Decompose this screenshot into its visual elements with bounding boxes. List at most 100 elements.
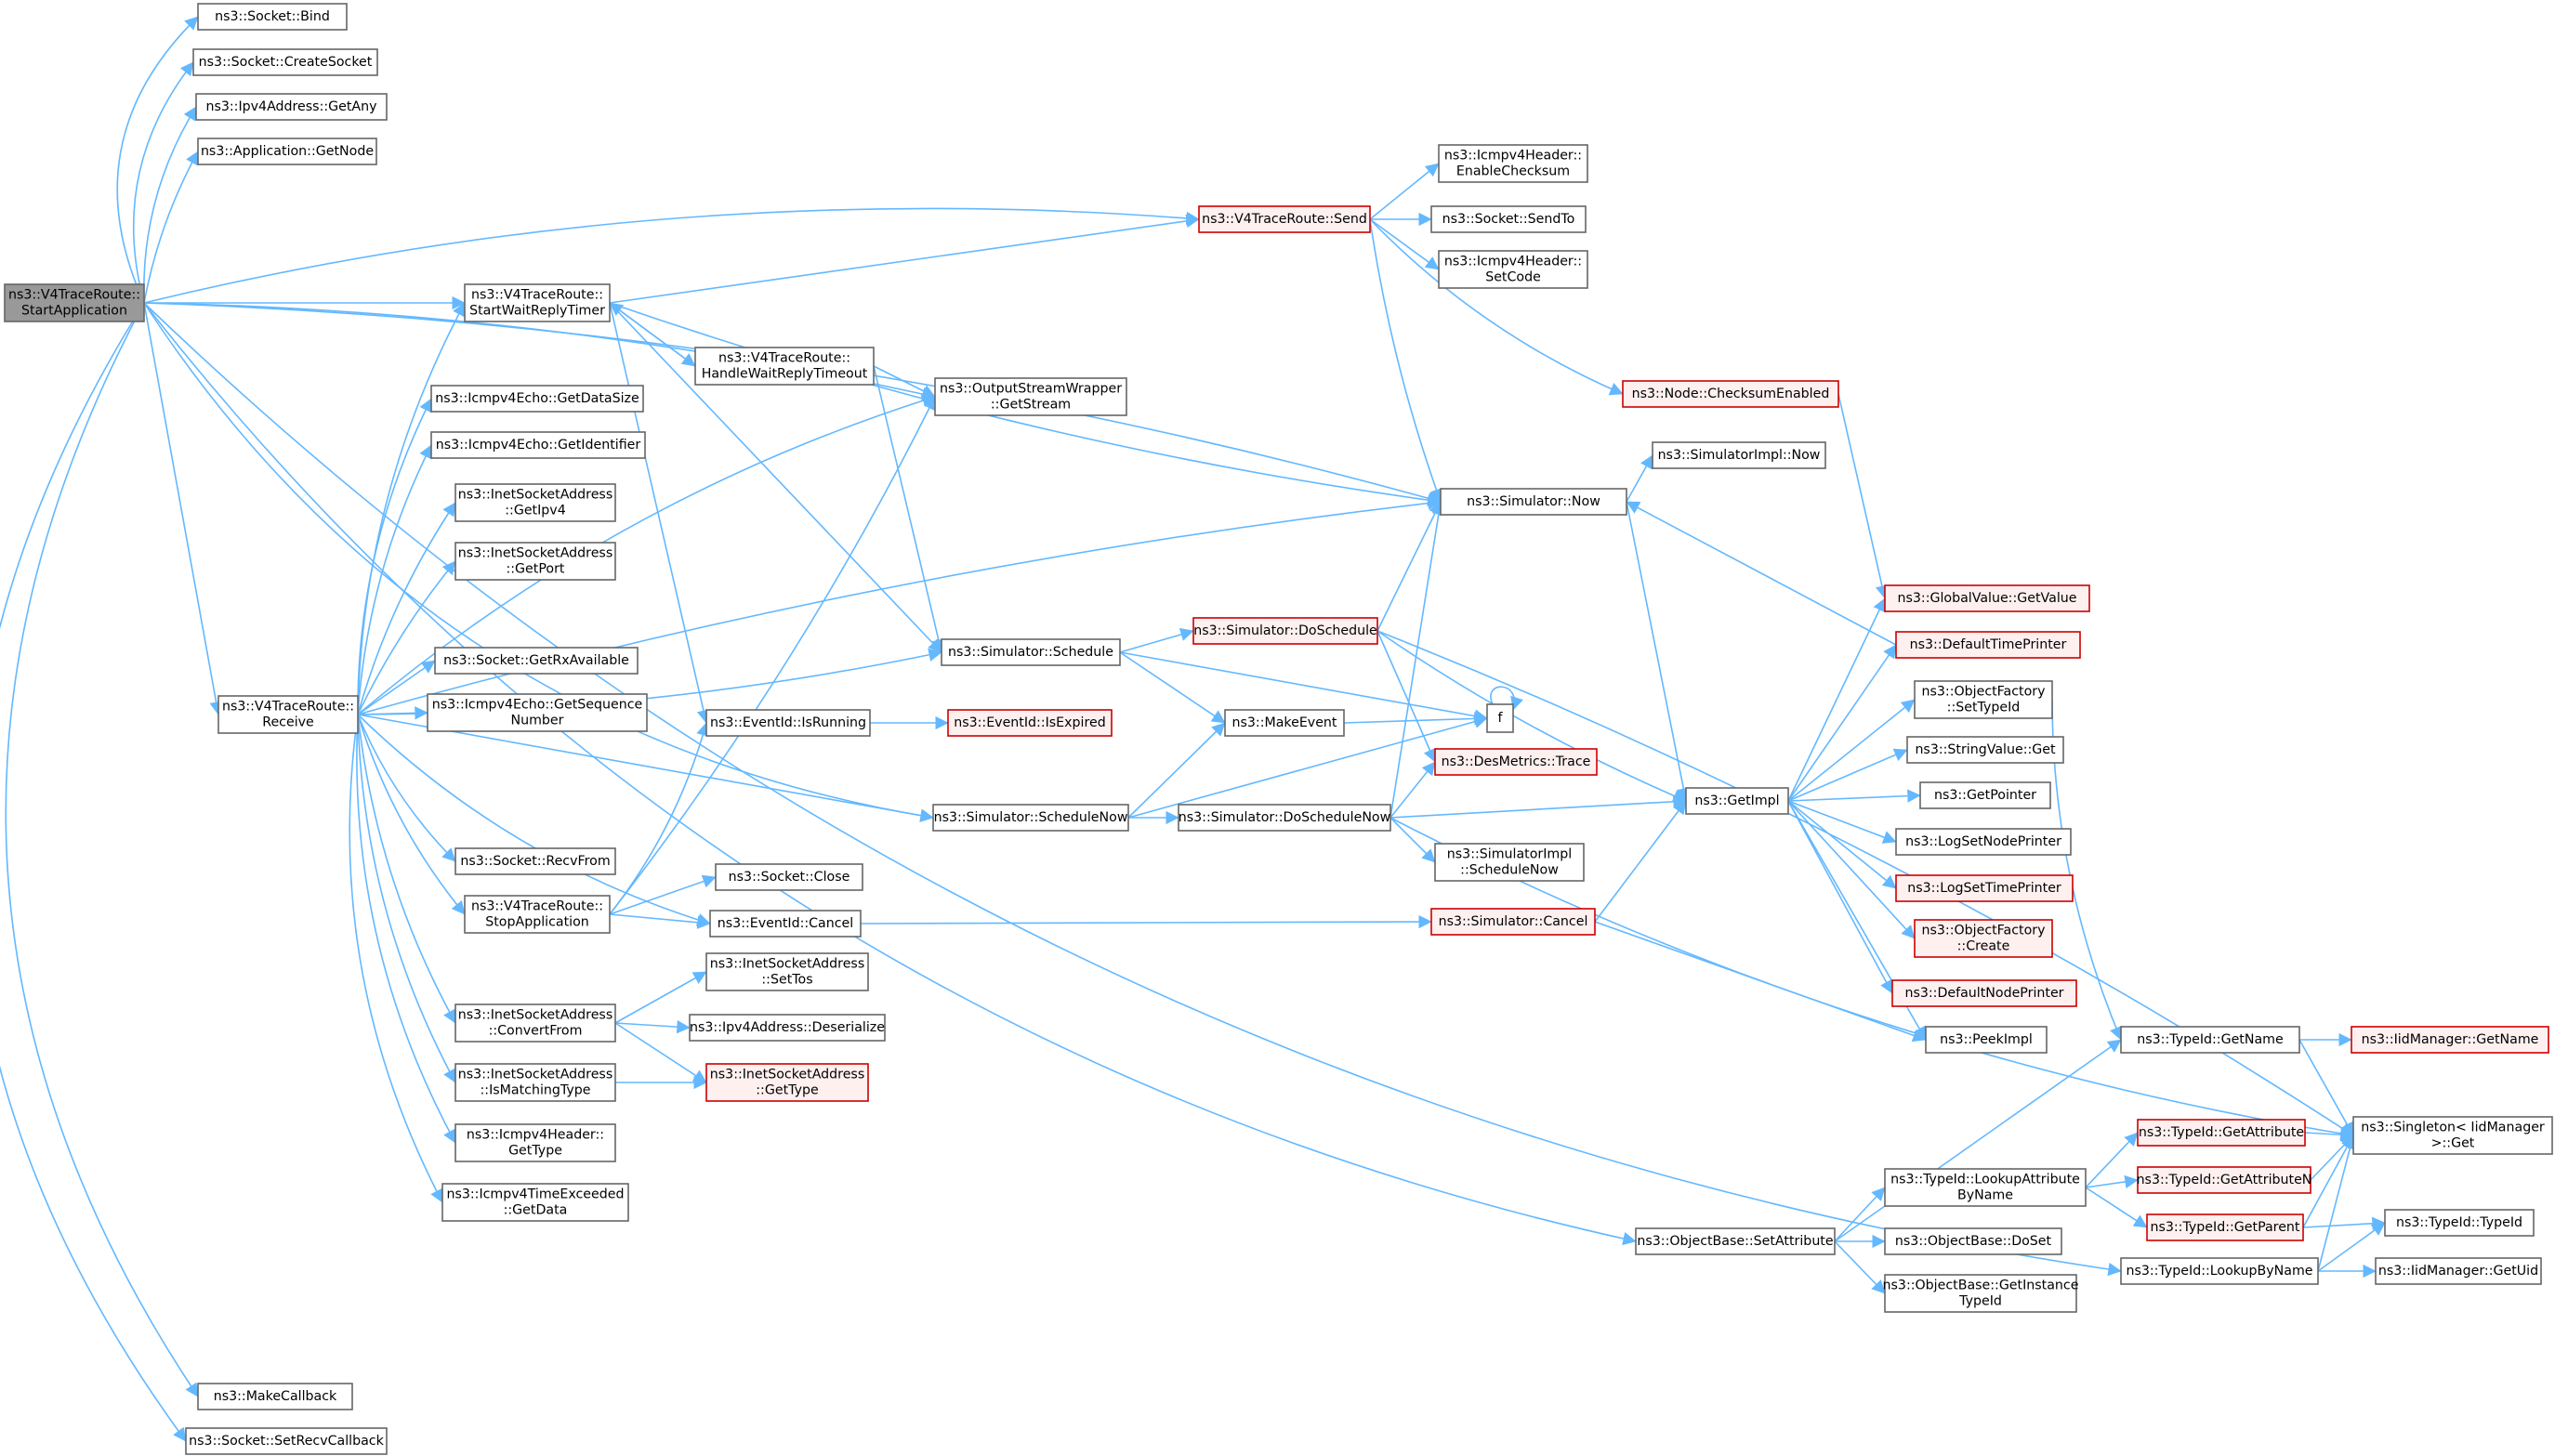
- node-setattribute[interactable]: ns3::ObjectBase::SetAttribute: [1635, 1227, 1836, 1255]
- node-iidgetuid[interactable]: ns3::IidManager::GetUid: [2375, 1257, 2542, 1285]
- call-edge-getimpl-to-ofsettypeid: [1787, 699, 1916, 802]
- node-schedulenow[interactable]: ns3::Simulator::ScheduleNow: [932, 804, 1129, 832]
- node-singleton[interactable]: ns3::Singleton< IidManager>::Get: [2352, 1116, 2553, 1155]
- node-box: [2146, 1213, 2304, 1241]
- call-edge-schedule-to-makeevent: [1119, 651, 1226, 724]
- node-getnode[interactable]: ns3::Application::GetNode: [197, 138, 377, 165]
- node-enablechecksum[interactable]: ns3::Icmpv4Header::EnableChecksum: [1438, 144, 1588, 183]
- node-box: [1178, 804, 1391, 832]
- node-isexpired[interactable]: ns3::EventId::IsExpired: [947, 709, 1113, 737]
- node-checksumenabled[interactable]: ns3::Node::ChecksumEnabled: [1622, 380, 1839, 408]
- node-stringget[interactable]: ns3::StringValue::Get: [1906, 736, 2064, 764]
- node-schedule[interactable]: ns3::Simulator::Schedule: [941, 638, 1121, 666]
- node-f[interactable]: f: [1486, 703, 1514, 733]
- node-box: [705, 709, 871, 737]
- node-recvfrom[interactable]: ns3::Socket::RecvFrom: [454, 847, 616, 875]
- node-peekimpl[interactable]: ns3::PeekImpl: [1925, 1026, 2048, 1054]
- node-icmpgettype[interactable]: ns3::Icmpv4Header::GetType: [454, 1123, 616, 1162]
- node-getimpl[interactable]: ns3::GetImpl: [1685, 787, 1789, 815]
- node-iidgetname[interactable]: ns3::IidManager::GetName: [2351, 1026, 2549, 1054]
- node-box: [2375, 1257, 2542, 1285]
- node-label-line: ns3::ObjectBase::SetAttribute: [1637, 1234, 1833, 1249]
- node-label-line: ns3::V4TraceRoute::: [8, 288, 140, 303]
- node-convertfrom[interactable]: ns3::InetSocketAddress::ConvertFrom: [454, 1003, 616, 1043]
- node-tidgetname[interactable]: ns3::TypeId::GetName: [2120, 1026, 2300, 1054]
- node-doschedule[interactable]: ns3::Simulator::DoSchedule: [1192, 617, 1378, 645]
- node-doset[interactable]: ns3::ObjectBase::DoSet: [1884, 1227, 2062, 1255]
- node-box: [4, 283, 145, 322]
- node-defaulttime[interactable]: ns3::DefaultTimePrinter: [1895, 631, 2081, 659]
- node-tidtypeid[interactable]: ns3::TypeId::TypeId: [2384, 1209, 2535, 1237]
- node-setcode[interactable]: ns3::Icmpv4Header::SetCode: [1438, 250, 1588, 289]
- node-label-line: ns3::InetSocketAddress: [458, 1008, 612, 1023]
- node-tidgetattr[interactable]: ns3::TypeId::GetAttribute: [2137, 1119, 2306, 1147]
- call-edge-simcancel-to-peekimpl: [1594, 921, 1927, 1043]
- node-setrecvcb[interactable]: ns3::Socket::SetRecvCallback: [185, 1427, 388, 1455]
- call-edge-tidgetname-to-singleton: [2298, 1039, 2354, 1136]
- node-box: [1895, 631, 2081, 659]
- node-box: [1430, 908, 1596, 936]
- node-getpointer[interactable]: ns3::GetPointer: [1919, 781, 2051, 809]
- node-desmetrics[interactable]: ns3::DesMetrics::Trace: [1434, 748, 1598, 776]
- node-box: [1914, 919, 2053, 958]
- node-simnow[interactable]: ns3::Simulator::Now: [1440, 488, 1627, 516]
- node-receive[interactable]: ns3::V4TraceRoute::Receive: [217, 695, 359, 734]
- call-edge-simnow-to-getimpl: [1626, 501, 1691, 802]
- node-label-line: Number: [511, 714, 564, 728]
- node-box: [195, 93, 388, 121]
- node-label-line: HandleWaitReplyTimeout: [702, 367, 868, 382]
- node-bind[interactable]: ns3::Socket::Bind: [197, 3, 348, 31]
- node-handlewait[interactable]: ns3::V4TraceRoute::HandleWaitReplyTimeou…: [694, 347, 875, 386]
- node-simcancel[interactable]: ns3::Simulator::Cancel: [1430, 908, 1596, 936]
- node-doschedulenow[interactable]: ns3::Simulator::DoScheduleNow: [1178, 804, 1391, 832]
- node-getipv4[interactable]: ns3::InetSocketAddress::GetIpv4: [454, 483, 616, 522]
- node-getdatasize[interactable]: ns3::Icmpv4Echo::GetDataSize: [430, 385, 644, 413]
- node-lookupbyname[interactable]: ns3::TypeId::LookupByName: [2120, 1257, 2319, 1285]
- node-ismatching[interactable]: ns3::InetSocketAddress::IsMatchingType: [454, 1063, 616, 1102]
- node-label-line: ns3::GlobalValue::GetValue: [1898, 591, 2077, 606]
- node-logtimeprinter[interactable]: ns3::LogSetTimePrinter: [1895, 874, 2074, 902]
- node-startwait[interactable]: ns3::V4TraceRoute::StartWaitReplyTimer: [464, 283, 611, 322]
- node-getstream[interactable]: ns3::OutputStreamWrapper::GetStream: [934, 377, 1127, 416]
- node-settos[interactable]: ns3::InetSocketAddress::SetTos: [705, 952, 869, 991]
- node-box: [1914, 680, 2053, 719]
- node-getrxavail[interactable]: ns3::Socket::GetRxAvailable: [434, 647, 639, 675]
- node-inetgettype[interactable]: ns3::InetSocketAddress::GetType: [705, 1063, 869, 1102]
- node-getidentifier[interactable]: ns3::Icmpv4Echo::GetIdentifier: [430, 431, 646, 459]
- node-createsocket[interactable]: ns3::Socket::CreateSocket: [192, 48, 378, 76]
- node-ofsettypeid[interactable]: ns3::ObjectFactory::SetTypeId: [1914, 680, 2053, 719]
- node-sockclose[interactable]: ns3::Socket::Close: [715, 863, 863, 891]
- node-getport[interactable]: ns3::InetSocketAddress::GetPort: [454, 542, 616, 581]
- node-send[interactable]: ns3::V4TraceRoute::Send: [1198, 205, 1371, 233]
- node-deserialize[interactable]: ns3::Ipv4Address::Deserialize: [689, 1014, 886, 1042]
- node-implnow[interactable]: ns3::SimulatorImpl::Now: [1652, 441, 1826, 469]
- node-gvgetvalue[interactable]: ns3::GlobalValue::GetValue: [1884, 584, 2090, 612]
- node-timeexceeded[interactable]: ns3::Icmpv4TimeExceeded::GetData: [441, 1183, 629, 1222]
- node-makeevent[interactable]: ns3::MakeEvent: [1224, 709, 1345, 737]
- node-ofcreate[interactable]: ns3::ObjectFactory::Create: [1914, 919, 2053, 958]
- call-edge-doschedule-to-desmetrics: [1376, 630, 1437, 763]
- node-sendto[interactable]: ns3::Socket::SendTo: [1430, 205, 1587, 233]
- node-box: [197, 138, 377, 165]
- call-edge-handlewait-to-schedule: [873, 365, 945, 653]
- node-evcancel[interactable]: ns3::EventId::Cancel: [709, 910, 862, 938]
- node-box: [1884, 1227, 2062, 1255]
- node-box: [434, 647, 639, 675]
- node-root[interactable]: ns3::V4TraceRoute::StartApplication: [4, 283, 145, 322]
- node-getany[interactable]: ns3::Ipv4Address::GetAny: [195, 93, 388, 121]
- call-edge-schedulenow-to-makeevent: [1127, 722, 1226, 819]
- node-label-line: ns3::EventId::IsExpired: [954, 715, 1106, 730]
- node-stopapp[interactable]: ns3::V4TraceRoute::StopApplication: [464, 895, 611, 934]
- node-label-line: ns3::EventId::IsRunning: [710, 715, 866, 730]
- node-lognodeprinter[interactable]: ns3::LogSetNodePrinter: [1895, 828, 2072, 856]
- node-tidgetparent[interactable]: ns3::TypeId::GetParent: [2146, 1213, 2304, 1241]
- node-isrunning[interactable]: ns3::EventId::IsRunning: [705, 709, 871, 737]
- node-label-line: ns3::Application::GetNode: [201, 144, 374, 159]
- node-tidgetattrn[interactable]: ns3::TypeId::GetAttributeN: [2137, 1166, 2312, 1194]
- node-defaultnode[interactable]: ns3::DefaultNodePrinter: [1891, 979, 2077, 1007]
- node-makecallback[interactable]: ns3::MakeCallback: [197, 1383, 353, 1410]
- node-implschedulenow[interactable]: ns3::SimulatorImpl::ScheduleNow: [1434, 843, 1585, 882]
